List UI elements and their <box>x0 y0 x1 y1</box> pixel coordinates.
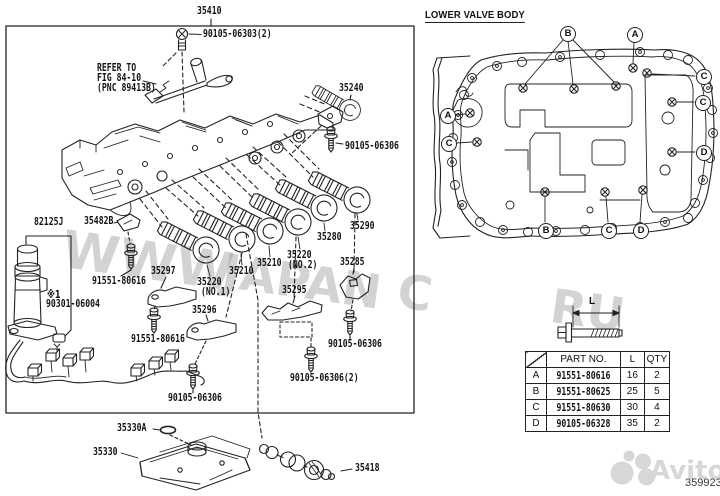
table-header-length: L <box>619 350 645 369</box>
row-a-ref: A <box>525 367 547 385</box>
main-diagram-frame <box>5 18 415 414</box>
row-b-length: 25 <box>619 383 645 401</box>
table-row-d: D 90105-06328 35 2 <box>525 415 670 433</box>
table-header-qty: QTY <box>643 350 670 369</box>
row-c-length: 30 <box>619 399 645 417</box>
row-c-partno: 91551-80630 <box>546 399 621 417</box>
callout-c-right2: C <box>695 95 711 111</box>
part-label-90105-06306-2: 90105-06306(2) <box>290 371 359 384</box>
table-row-a: A 91551-80616 16 2 <box>525 367 670 385</box>
top-bolt-drawing <box>162 27 202 113</box>
callout-b-bottom: B <box>538 223 554 239</box>
callout-a-left: A <box>440 108 456 124</box>
part-label-35482b: 35482B <box>84 214 114 227</box>
figure-number: 359923 <box>685 477 720 489</box>
row-d-partno-text: 90105-06328 <box>556 417 611 431</box>
dimension-bolt-drawing <box>557 305 623 343</box>
table-row-c: C 91551-80630 30 4 <box>525 399 670 417</box>
avito-watermark-text: Avito <box>650 456 720 486</box>
refer-note: REFER TO FIG 84-10 (PNC 89413B) <box>97 61 156 94</box>
manual-lever-drawing <box>142 57 233 104</box>
table-header-partno: PART NO. <box>546 350 621 369</box>
row-d-qty: 2 <box>643 415 670 433</box>
part-label-35295: 35295 <box>282 283 307 296</box>
callout-d-right: D <box>696 145 712 161</box>
valve-body-assembly-drawing <box>61 113 334 216</box>
row-a-length: 16 <box>619 367 645 385</box>
mounting-bolts-drawing <box>120 243 357 394</box>
part-label-35330a: 35330A <box>117 421 147 434</box>
row-b-qty: 5 <box>643 383 670 401</box>
row-a-qty: 2 <box>643 367 670 385</box>
part-label-35210-a: 35210 <box>229 264 254 277</box>
row-d-ref: D <box>525 415 547 433</box>
part-label-90105-06306-right: 90105-06306 <box>328 337 382 350</box>
part-label-90105-06303: 90105-06303(2) <box>203 27 272 40</box>
wire-harness-82125j-drawing <box>5 235 205 386</box>
row-b-partno-text: 91551-80625 <box>556 385 611 399</box>
oil-strainer-drawing <box>120 425 251 491</box>
row-c-partno-text: 91551-80630 <box>556 401 611 415</box>
shift-solenoids-drawing <box>153 164 376 269</box>
part-label-35297: 35297 <box>151 264 176 277</box>
shaft-35418-drawing <box>245 233 353 481</box>
part-label-35296: 35296 <box>192 303 217 316</box>
part-label-35220-no1-sub: (NO.1) <box>201 285 231 298</box>
section-title-lower-valve-body: LOWER VALVE BODY <box>425 10 525 23</box>
solenoid-leaders <box>206 213 359 277</box>
bolt-size-table: PART NO. L QTY A 91551-80616 16 2 B 9155… <box>525 350 670 433</box>
dimension-label-l: L <box>589 296 596 307</box>
row-b-ref: B <box>525 383 547 401</box>
row-c-ref: C <box>525 399 547 417</box>
solenoid-35240-drawing <box>290 79 365 155</box>
part-label-35220-no2: 35220 <box>287 248 312 261</box>
part-label-35290: 35290 <box>350 219 375 232</box>
note-part-number: 90301-06004 <box>46 297 100 310</box>
table-row-b: B 91551-80625 25 5 <box>525 383 670 401</box>
part-label-91551-b: 91551-80616 <box>131 332 185 345</box>
part-label-90105-06306-left: 90105-06306 <box>168 391 222 404</box>
clamp-35482b-drawing <box>113 213 141 244</box>
part-label-35330: 35330 <box>93 445 118 458</box>
part-label-35285: 35285 <box>340 255 365 268</box>
part-label-35410: 35410 <box>197 4 222 17</box>
brackets-drawing <box>147 213 371 365</box>
callout-b-top: B <box>560 26 576 42</box>
row-d-length: 35 <box>619 415 645 433</box>
callout-c-bottom: C <box>601 223 617 239</box>
row-a-partno-text: 91551-80616 <box>556 369 611 383</box>
part-label-35240: 35240 <box>339 81 364 94</box>
part-label-90105-06306-a: 90105-06306 <box>345 139 399 152</box>
part-label-35210-b: 35210 <box>257 256 282 269</box>
row-d-partno: 90105-06328 <box>546 415 621 433</box>
part-label-82125j: 82125J <box>34 215 64 228</box>
part-label-35220-no1: 35220 <box>197 275 222 288</box>
row-c-qty: 4 <box>643 399 670 417</box>
table-header-row: PART NO. L QTY <box>525 350 670 369</box>
table-corner-cell <box>525 350 547 369</box>
part-label-91551-a: 91551-80616 <box>92 274 146 287</box>
part-label-35220-no2-sub: (NO.2) <box>288 258 318 271</box>
callout-bolts <box>454 38 696 223</box>
gasket-bolt-holes <box>447 47 718 237</box>
callout-a-top: A <box>627 27 643 43</box>
note-symbol: ※1 <box>47 288 61 301</box>
part-label-35280: 35280 <box>317 230 342 243</box>
leader-corridors <box>139 95 328 228</box>
row-a-partno: 91551-80616 <box>546 367 621 385</box>
row-b-partno: 91551-80625 <box>546 383 621 401</box>
part-label-35418: 35418 <box>355 461 380 474</box>
callout-d-bottom: D <box>633 223 649 239</box>
avito-logo-icon <box>610 450 655 486</box>
callout-c-right1: C <box>696 69 712 85</box>
callout-c-left: C <box>441 136 457 152</box>
